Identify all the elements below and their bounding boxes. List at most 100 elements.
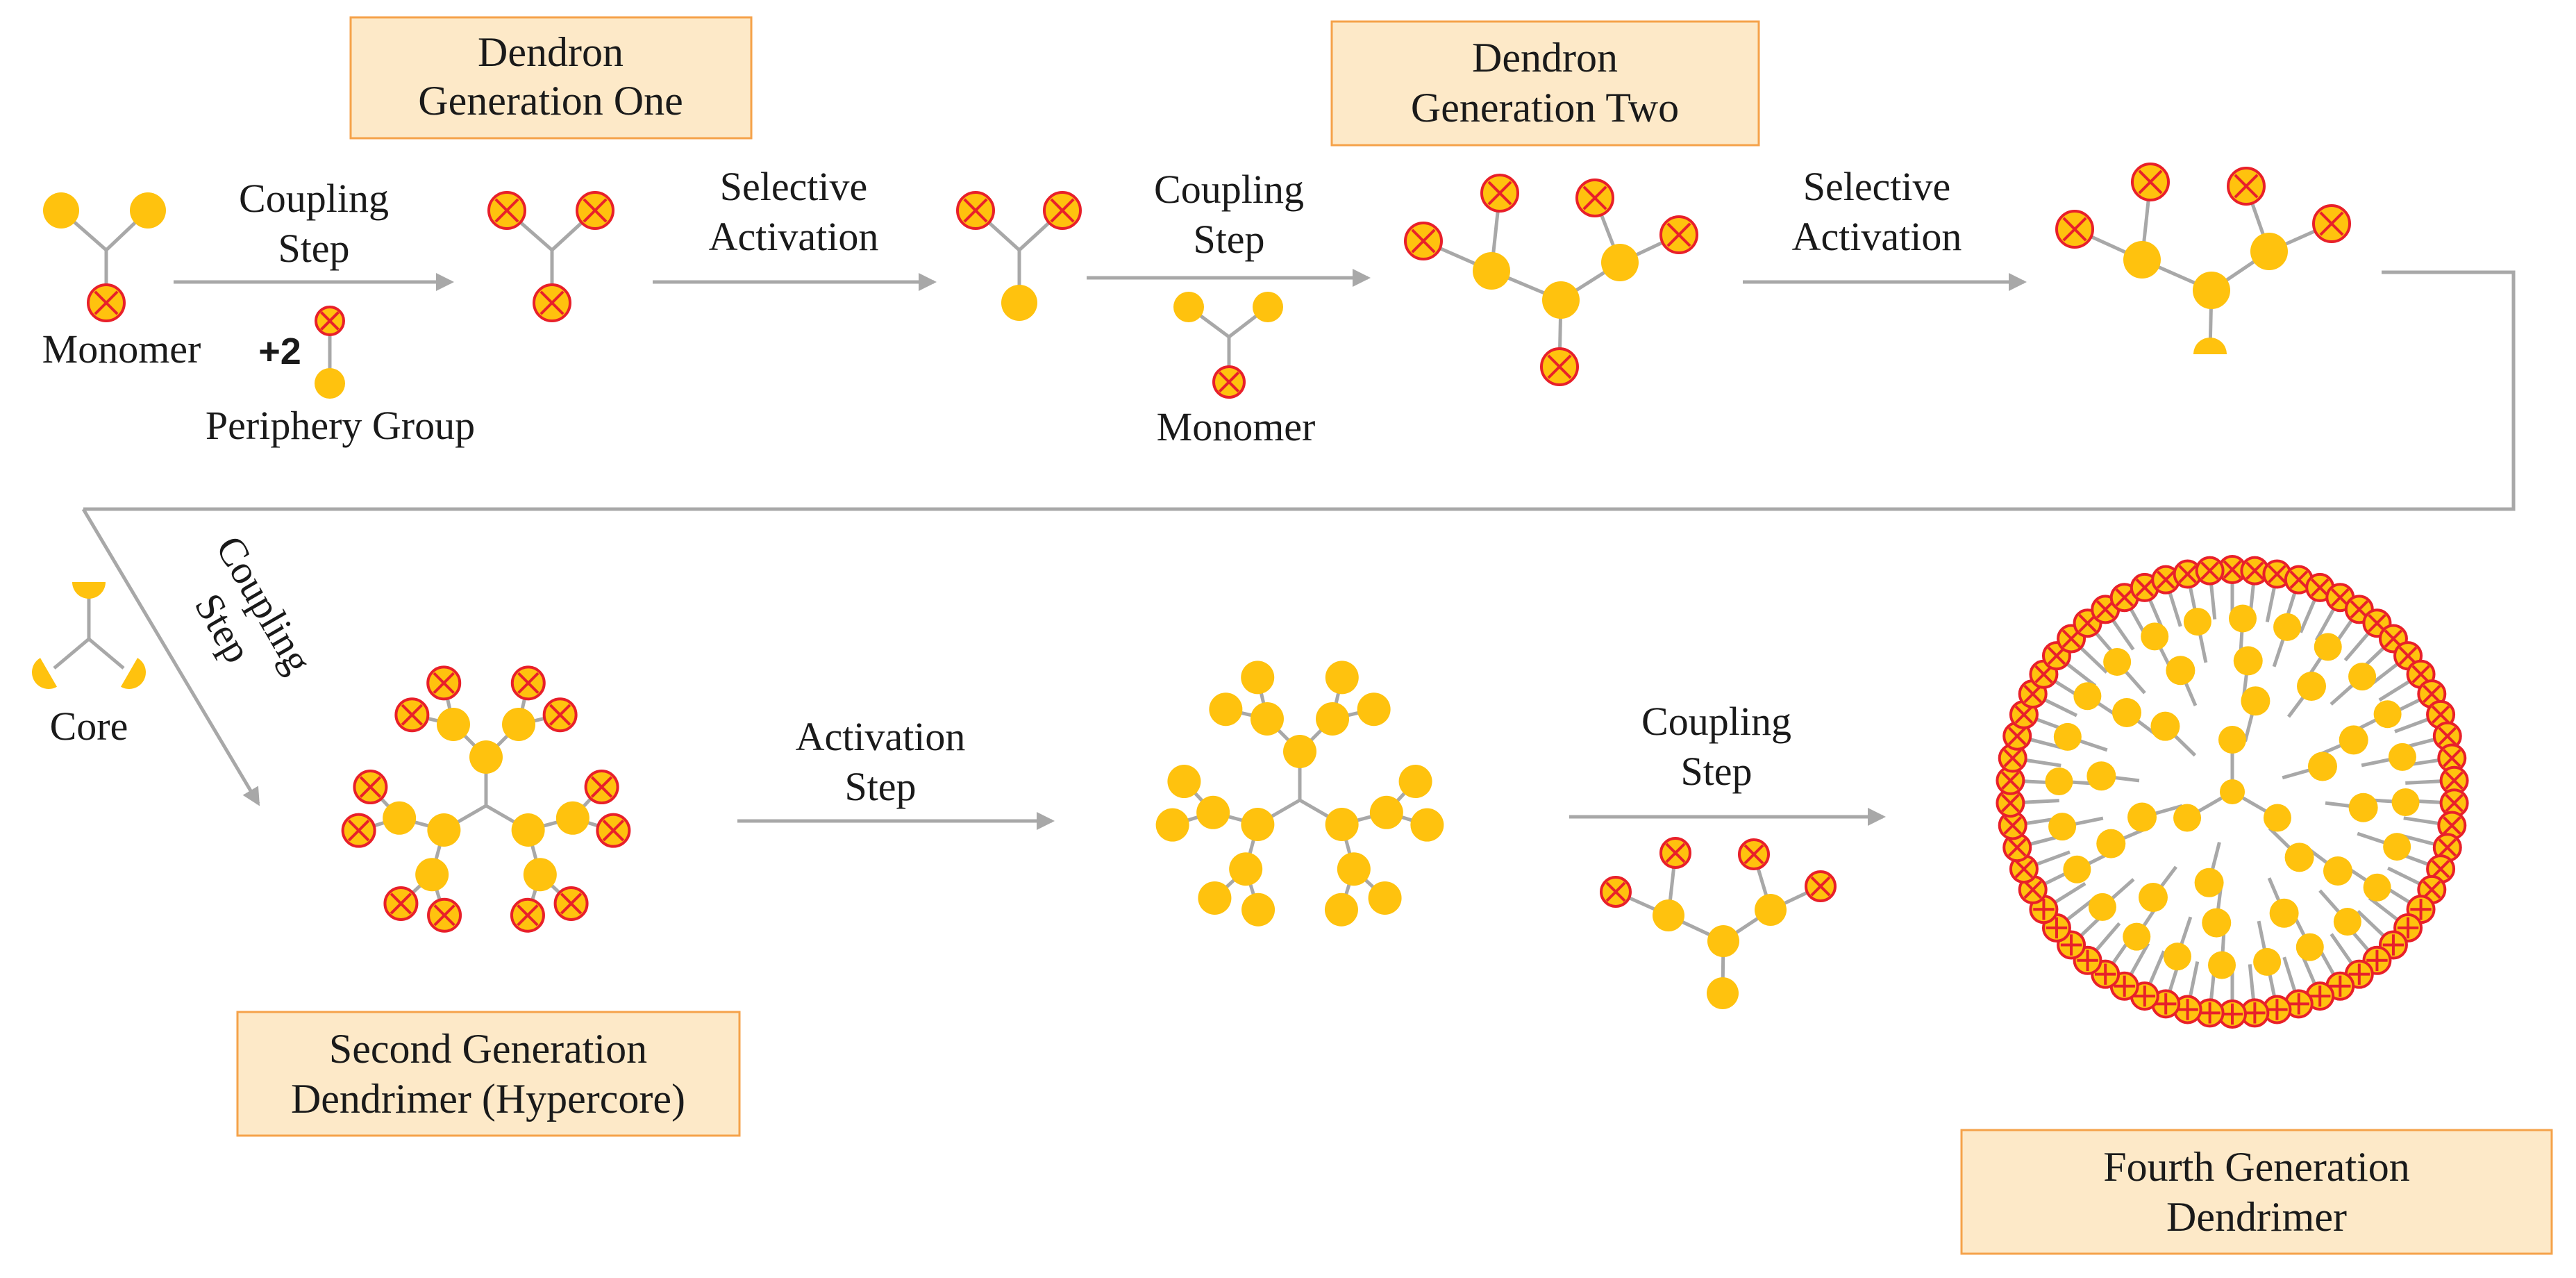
active-bead xyxy=(1398,765,1432,799)
label-activation-step-b: Step xyxy=(844,764,916,809)
active-bead xyxy=(2228,604,2257,633)
active-bead xyxy=(2096,829,2126,858)
dendron-gen-two-activated xyxy=(2055,163,2351,354)
protected-bead xyxy=(553,886,589,921)
return-path-line xyxy=(83,270,2516,511)
box-hypercore: Second Generation Dendrimer (Hypercore) xyxy=(236,1011,741,1137)
active-bead xyxy=(2202,908,2232,938)
label-activation-step-a: Activation xyxy=(796,714,966,759)
box-hypercore-line1: Second Generation xyxy=(329,1026,647,1072)
active-bead xyxy=(2218,726,2246,754)
active-bead xyxy=(2314,633,2342,661)
active-bead xyxy=(2348,792,2378,822)
protected-bead xyxy=(2426,699,2456,729)
protected-bead xyxy=(2218,999,2247,1029)
active-bead xyxy=(1707,925,1739,957)
protected-bead xyxy=(584,770,619,805)
label-selective-activation-1b: Activation xyxy=(709,214,879,259)
active-bead xyxy=(2063,855,2091,883)
active-bead xyxy=(2263,804,2291,832)
protected-bead xyxy=(510,665,546,701)
active-bead xyxy=(1283,735,1316,768)
active-bead xyxy=(2045,767,2073,796)
label-selective-activation-2b: Activation xyxy=(1792,214,1962,259)
active-bead xyxy=(2194,868,2224,897)
label-core: Core xyxy=(50,704,128,749)
active-bead xyxy=(2053,722,2082,751)
active-bead xyxy=(1368,881,1402,915)
protected-bead xyxy=(487,191,526,230)
protected-bead xyxy=(2195,556,2225,586)
protected-bead xyxy=(1212,365,1246,399)
protected-bead xyxy=(542,697,578,733)
active-bead xyxy=(436,707,470,741)
active-bead xyxy=(2073,682,2102,711)
active-bead xyxy=(2273,613,2302,641)
active-bead xyxy=(2138,882,2168,912)
active-bead xyxy=(43,192,79,229)
active-bead xyxy=(2220,779,2245,804)
active-bead xyxy=(2250,233,2288,270)
active-bead xyxy=(2127,802,2157,832)
label-plus-two: +2 xyxy=(258,331,301,372)
protected-bead xyxy=(2284,989,2314,1019)
protected-bead xyxy=(576,191,614,230)
protected-bead xyxy=(1480,174,1519,213)
active-bead xyxy=(1337,852,1371,886)
label-coupling-step-2a: Coupling xyxy=(1154,167,1304,212)
active-bead xyxy=(2269,898,2299,928)
active-bead xyxy=(1241,661,1275,695)
core-site xyxy=(2193,338,2227,354)
box-fourth-generation: Fourth Generation Dendrimer xyxy=(1960,1129,2553,1255)
active-bead xyxy=(2307,752,2337,781)
active-bead xyxy=(2339,725,2368,755)
protected-bead xyxy=(2041,641,2071,671)
protected-bead xyxy=(1600,876,1632,908)
box-dendron-gen-two: Dendron Generation Two xyxy=(1330,20,1760,147)
monomer-2 xyxy=(1173,292,1283,399)
active-bead xyxy=(2323,856,2352,886)
protected-bead xyxy=(315,306,345,336)
protected-bead xyxy=(341,813,376,848)
active-bead xyxy=(1473,252,1510,290)
active-bead xyxy=(1410,808,1444,842)
monomer-1 xyxy=(43,192,166,322)
activated-hypercore xyxy=(1155,661,1444,927)
protected-bead xyxy=(596,813,631,848)
active-bead xyxy=(1369,795,1403,829)
protected-bead xyxy=(510,897,545,933)
active-bead xyxy=(1653,899,1684,931)
active-bead xyxy=(2333,908,2361,936)
active-bead xyxy=(1542,281,1580,319)
active-bead xyxy=(511,813,545,847)
active-bead xyxy=(469,740,503,774)
box-hypercore-line2: Dendrimer (Hypercore) xyxy=(291,1076,685,1122)
core xyxy=(32,582,146,689)
active-bead xyxy=(1755,894,1787,926)
active-bead xyxy=(1241,808,1275,841)
active-bead xyxy=(1316,702,1350,736)
dendron-gen-two xyxy=(1404,174,1698,386)
active-bead xyxy=(1253,292,1283,322)
label-selective-activation-1a: Selective xyxy=(720,164,868,209)
active-bead xyxy=(1198,881,1232,915)
box-gen-two-line2: Generation Two xyxy=(1411,85,1679,131)
label-selective-activation-2a: Selective xyxy=(1803,164,1951,209)
label-coupling-step-3a: Coupling xyxy=(1641,699,1791,744)
protected-bead xyxy=(2055,210,2094,249)
active-bead xyxy=(2141,622,2169,651)
protected-bead xyxy=(533,283,571,322)
active-bead xyxy=(2088,893,2116,921)
protected-bead xyxy=(2002,833,2032,863)
active-bead xyxy=(383,801,417,835)
box-gen-one-line2: Generation One xyxy=(418,78,683,124)
protected-bead xyxy=(2018,679,2048,709)
protected-bead xyxy=(353,770,388,805)
arrow-coupling-diagonal xyxy=(81,508,260,806)
molecule-drawings xyxy=(32,163,2469,1029)
bond xyxy=(53,638,90,670)
protected-bead xyxy=(1738,838,1770,870)
active-bead xyxy=(2373,700,2402,729)
active-bead xyxy=(2391,788,2420,816)
box-fourth-line1: Fourth Generation xyxy=(2103,1144,2410,1190)
